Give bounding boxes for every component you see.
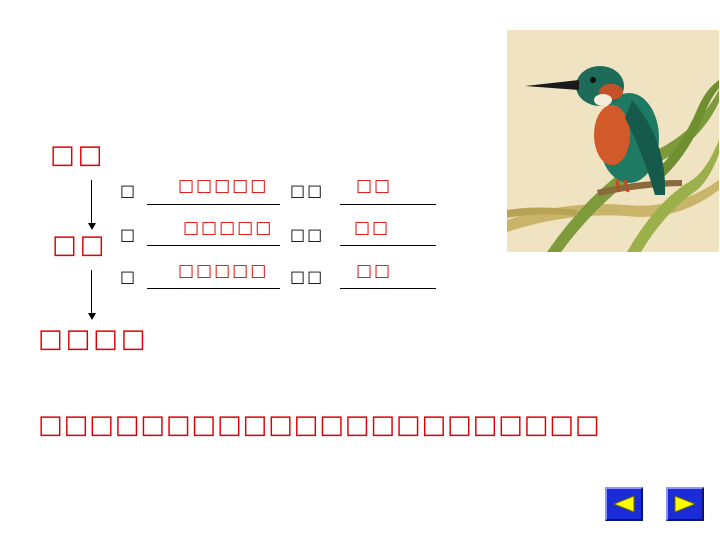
kingfisher-image — [507, 30, 719, 252]
row1-blank1-line — [147, 204, 280, 205]
next-button[interactable] — [666, 487, 704, 521]
heading-top: □□ — [50, 140, 106, 170]
previous-button[interactable] — [605, 487, 643, 521]
row2-blank1-line — [147, 245, 280, 246]
row2-mid: □□ — [290, 225, 325, 244]
row2-answer2: □□ — [354, 218, 391, 238]
row3-blank1-line — [147, 288, 280, 289]
row2-blank2-line — [340, 245, 436, 246]
row3-blank2-line — [340, 288, 436, 289]
row2-prefix: □ — [120, 225, 138, 244]
heading-middle: □□ — [52, 230, 108, 260]
triangle-left-icon — [613, 495, 635, 513]
row3-prefix: □ — [120, 267, 138, 286]
heading-bottom: □□□□ — [38, 324, 149, 354]
arrow-down-1 — [88, 180, 96, 230]
row1-answer1: □□□□□ — [178, 176, 269, 196]
triangle-right-icon — [674, 495, 696, 513]
summary-text: □□□□□□□□□□□□□□□□□□□□□□ — [38, 410, 601, 440]
row3-answer2: □□ — [356, 261, 393, 281]
row3-mid: □□ — [290, 267, 325, 286]
row2-answer1: □□□□□ — [183, 218, 274, 238]
row1-answer2: □□ — [356, 176, 393, 196]
row1-mid: □□ — [290, 181, 325, 200]
arrow-down-2 — [88, 270, 96, 320]
row3-answer1: □□□□□ — [178, 261, 269, 281]
row1-prefix: □ — [120, 181, 138, 200]
row1-blank2-line — [340, 204, 436, 205]
